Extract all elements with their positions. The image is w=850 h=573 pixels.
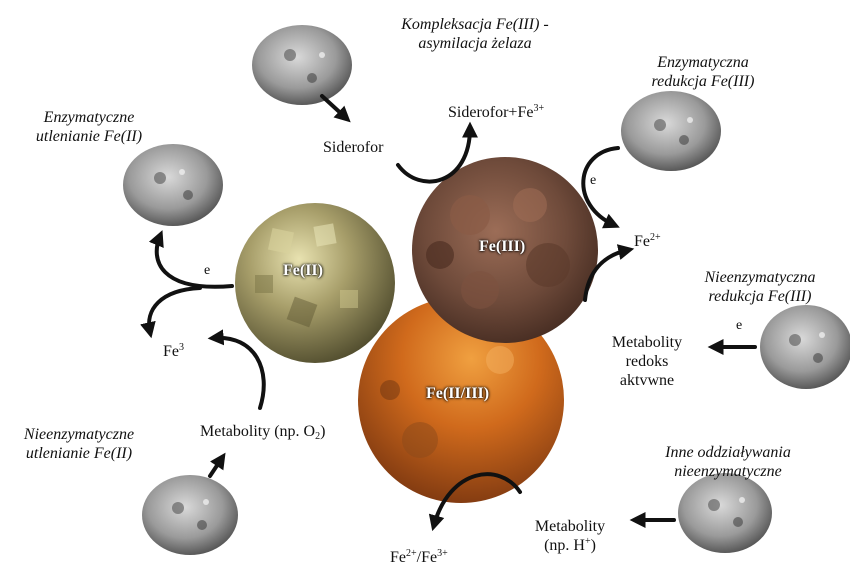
- label-siderofor-fe-base: Siderofor+Fe: [448, 104, 533, 121]
- process-enzymatic-oxidation-line2: utlenianie Fe(II): [14, 127, 164, 146]
- cell-lower-left: [142, 475, 238, 555]
- process-enzymatic-oxidation: Enzymatyczne utlenianie Fe(II): [14, 108, 164, 146]
- label-fe3: Fe3: [163, 342, 184, 361]
- label-fe2-fe3-a-charge: 2+: [406, 548, 417, 559]
- arrow-enzymatic-oxidation: [157, 236, 232, 287]
- label-fe3-base: Fe: [163, 343, 179, 360]
- arrow-metab-o2: [214, 338, 264, 408]
- label-metab-h-post: ): [591, 537, 596, 554]
- label-fe2: Fe2+: [634, 232, 661, 251]
- mineral-label-fe2: Fe(II): [283, 262, 323, 280]
- label-fe2-fe3-a: Fe: [390, 549, 406, 566]
- cell-right: [760, 305, 850, 389]
- mineral-label-fe3: Fe(III): [479, 238, 525, 256]
- label-fe2-fe3-b: /Fe: [417, 549, 437, 566]
- process-nonenzymatic-oxidation-line2: utlenianie Fe(II): [4, 444, 154, 463]
- process-nonenzymatic-oxidation-line1: Nieenzymatyczne: [4, 425, 154, 444]
- label-fe3-charge: 3: [179, 342, 184, 353]
- label-metab-o2-pre: Metabolity (np. O: [200, 423, 315, 440]
- arrow-to-fe3: [149, 288, 200, 332]
- label-metab-h-line2: (np. H+): [520, 536, 620, 555]
- label-metab-redox: Metabolity redoks aktvwne: [592, 333, 702, 390]
- electron-label-nonenzymatic: e: [736, 318, 742, 334]
- process-other-interactions: Inne oddziaływania nieenzymatyczne: [638, 443, 818, 481]
- label-metab-o2: Metabolity (np. O2): [200, 422, 325, 441]
- process-enzymatic-reduction: Enzymatyczna redukcja Fe(III): [628, 53, 778, 91]
- label-fe2-charge: 2+: [650, 232, 661, 243]
- cell-lower-right: [678, 473, 772, 553]
- label-metab-redox-line1: Metabolity: [592, 333, 702, 352]
- label-metab-redox-line3: aktvwne: [592, 371, 702, 390]
- label-fe2-base: Fe: [634, 233, 650, 250]
- label-fe2-fe3: Fe2+/Fe3+: [390, 548, 448, 567]
- label-metab-redox-line2: redoks: [592, 352, 702, 371]
- process-complexation-line2: asymilacja żelaza: [385, 34, 565, 53]
- process-enzymatic-reduction-line1: Enzymatyczna: [628, 53, 778, 72]
- electron-label-reduction: e: [590, 173, 596, 189]
- process-enzymatic-oxidation-line1: Enzymatyczne: [14, 108, 164, 127]
- process-other-interactions-line1: Inne oddziaływania: [638, 443, 818, 462]
- label-metab-o2-post: ): [320, 423, 325, 440]
- arrow-cell-to-metab-o2: [210, 458, 222, 476]
- process-nonenzymatic-reduction-line1: Nieenzymatyczna: [680, 268, 840, 287]
- label-metab-h: Metabolity (np. H+): [520, 517, 620, 555]
- electron-label-oxidation: e: [204, 263, 210, 279]
- process-nonenzymatic-reduction: Nieenzymatyczna redukcja Fe(III): [680, 268, 840, 306]
- arrow-cell-to-siderofor: [322, 96, 346, 118]
- mineral-fe2-circle: [235, 203, 395, 363]
- label-siderofor-fe: Siderofor+Fe3+: [448, 103, 544, 122]
- cell-upper-left: [123, 144, 223, 226]
- process-nonenzymatic-oxidation: Nieenzymatyczne utlenianie Fe(II): [4, 425, 154, 463]
- process-nonenzymatic-reduction-line2: redukcja Fe(III): [680, 287, 840, 306]
- cell-upper-right: [621, 91, 721, 171]
- cell-top: [252, 25, 352, 105]
- process-complexation: Kompleksacja Fe(III) - asymilacja żelaza: [385, 15, 565, 53]
- process-other-interactions-line2: nieenzymatyczne: [638, 462, 818, 481]
- process-enzymatic-reduction-line2: redukcja Fe(III): [628, 72, 778, 91]
- process-complexation-line1: Kompleksacja Fe(III) -: [385, 15, 565, 34]
- label-fe2-fe3-b-charge: 3+: [437, 548, 448, 559]
- label-metab-h-line1: Metabolity: [520, 517, 620, 536]
- label-siderofor-fe-charge: 3+: [533, 103, 544, 114]
- label-siderofor: Siderofor: [323, 138, 383, 157]
- label-metab-h-pre: (np. H: [544, 537, 585, 554]
- mineral-label-fe23: Fe(II/III): [426, 385, 489, 403]
